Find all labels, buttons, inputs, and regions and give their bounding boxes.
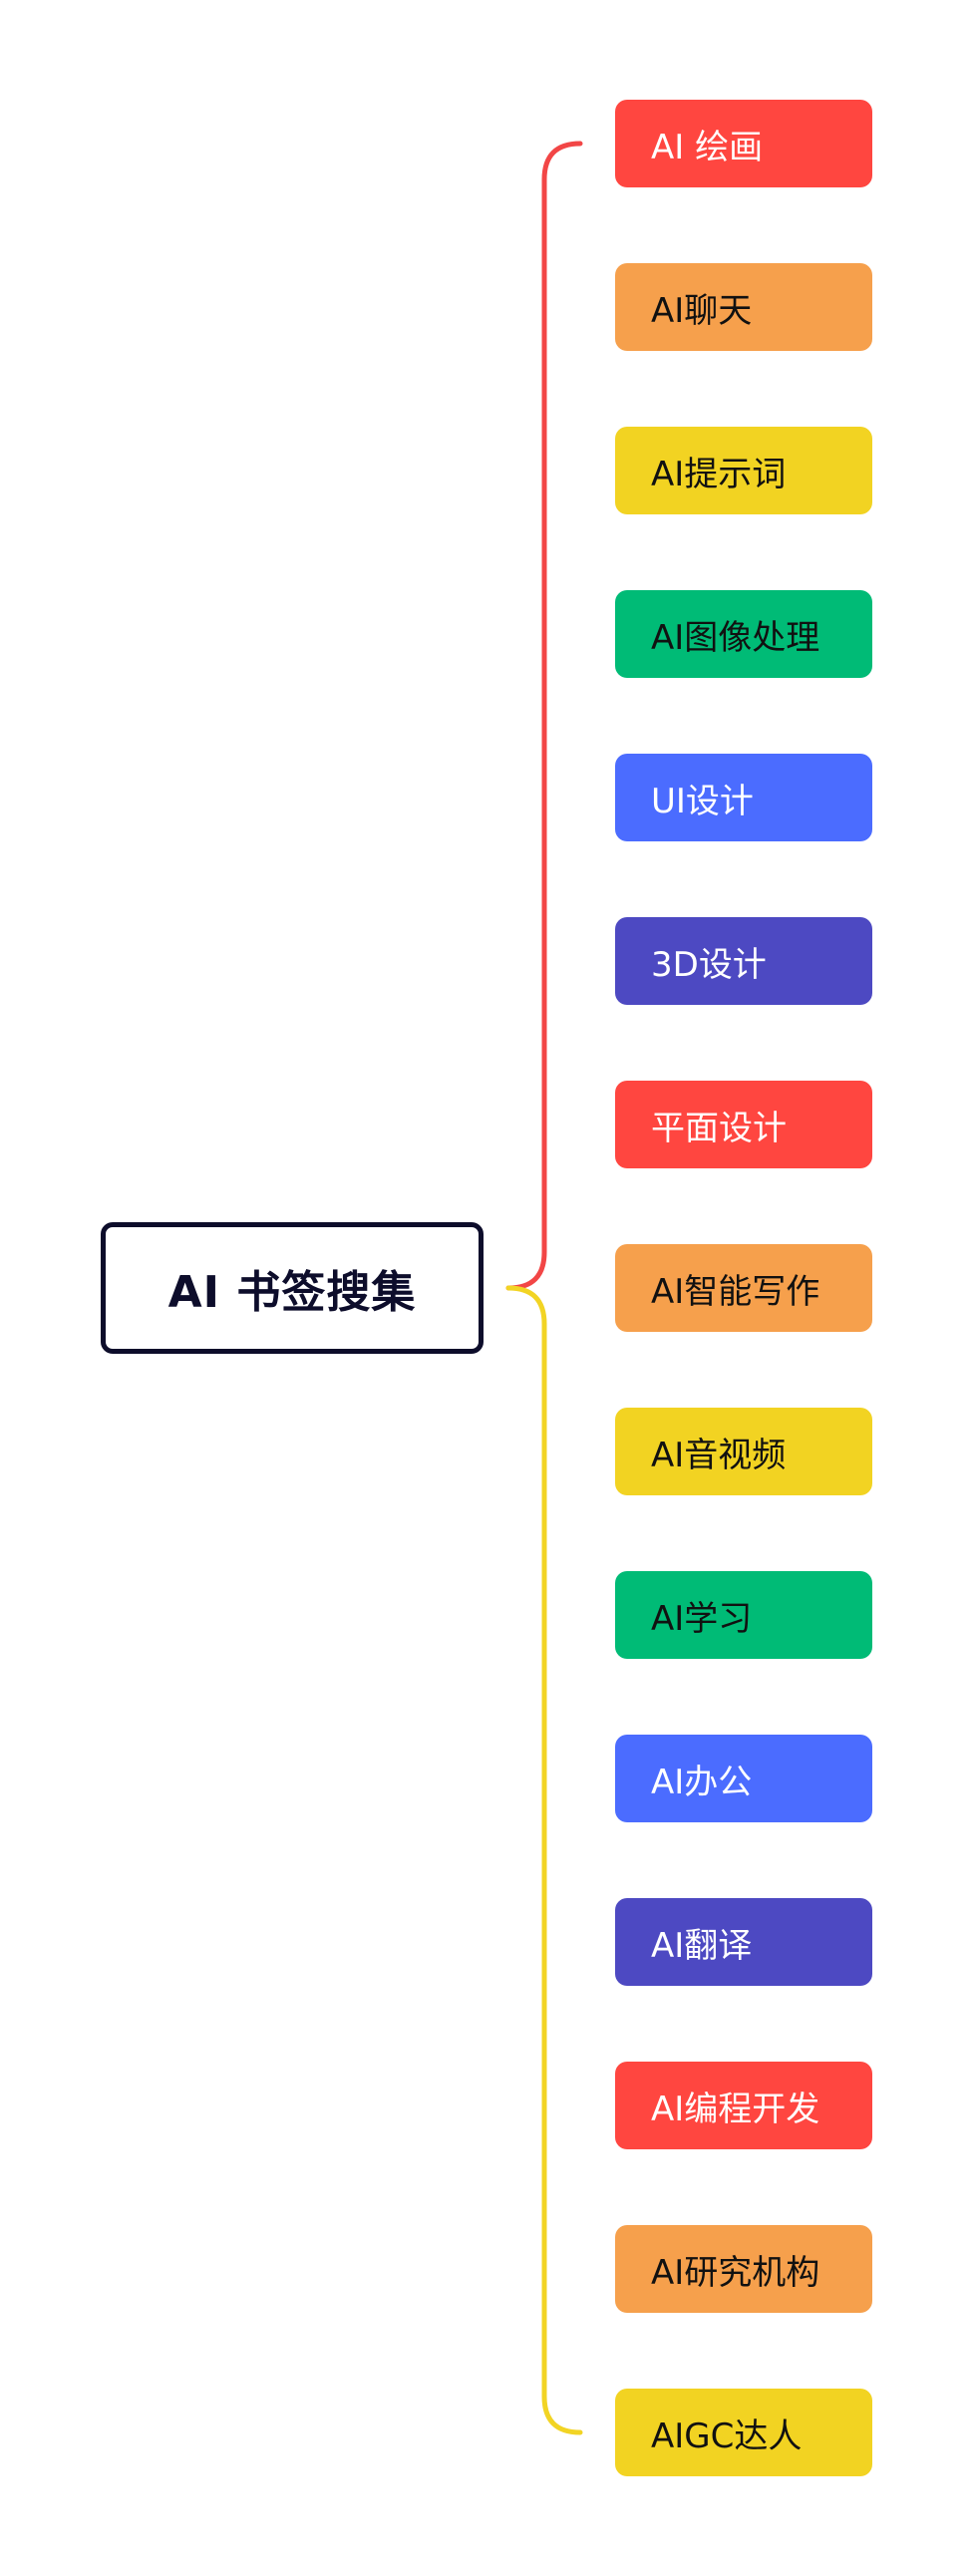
child-node-label: AIGC达人 [651, 2415, 803, 2456]
child-node-label: AI翻译 [651, 1925, 753, 1966]
child-node-label: AI办公 [651, 1762, 753, 1802]
child-node-label: UI设计 [651, 781, 754, 821]
child-node[interactable]: AI提示词 [615, 427, 872, 514]
child-node-label: 3D设计 [651, 944, 767, 985]
child-node[interactable]: AI 绘画 [615, 100, 872, 187]
child-node-label: AI智能写作 [651, 1271, 820, 1312]
child-node[interactable]: 平面设计 [615, 1081, 872, 1168]
child-node-label: AI研究机构 [651, 2252, 820, 2293]
root-node-label: AI 书签搜集 [167, 1267, 417, 1318]
child-node[interactable]: AI编程开发 [615, 2062, 872, 2149]
child-node[interactable]: UI设计 [615, 754, 872, 841]
child-node-label: AI学习 [651, 1598, 753, 1639]
child-node[interactable]: AIGC达人 [615, 2389, 872, 2476]
child-node[interactable]: AI翻译 [615, 1898, 872, 1986]
child-node[interactable]: AI办公 [615, 1735, 872, 1822]
child-node[interactable]: 3D设计 [615, 917, 872, 1005]
child-node[interactable]: AI图像处理 [615, 590, 872, 678]
child-node-label: AI提示词 [651, 454, 787, 494]
child-node-label: AI编程开发 [651, 2089, 820, 2129]
child-node-label: AI图像处理 [651, 617, 820, 658]
child-node-label: 平面设计 [651, 1108, 787, 1148]
child-node-label: AI音视频 [651, 1435, 787, 1475]
child-node[interactable]: AI智能写作 [615, 1244, 872, 1332]
upper-branch-line [505, 141, 583, 1291]
child-node[interactable]: AI学习 [615, 1571, 872, 1659]
lower-branch-line [505, 1285, 583, 2435]
child-node[interactable]: AI音视频 [615, 1408, 872, 1495]
child-node[interactable]: AI研究机构 [615, 2225, 872, 2313]
root-node[interactable]: AI 书签搜集 [101, 1222, 484, 1354]
child-node-label: AI 绘画 [651, 127, 764, 167]
child-node-label: AI聊天 [651, 290, 753, 331]
child-node[interactable]: AI聊天 [615, 263, 872, 351]
